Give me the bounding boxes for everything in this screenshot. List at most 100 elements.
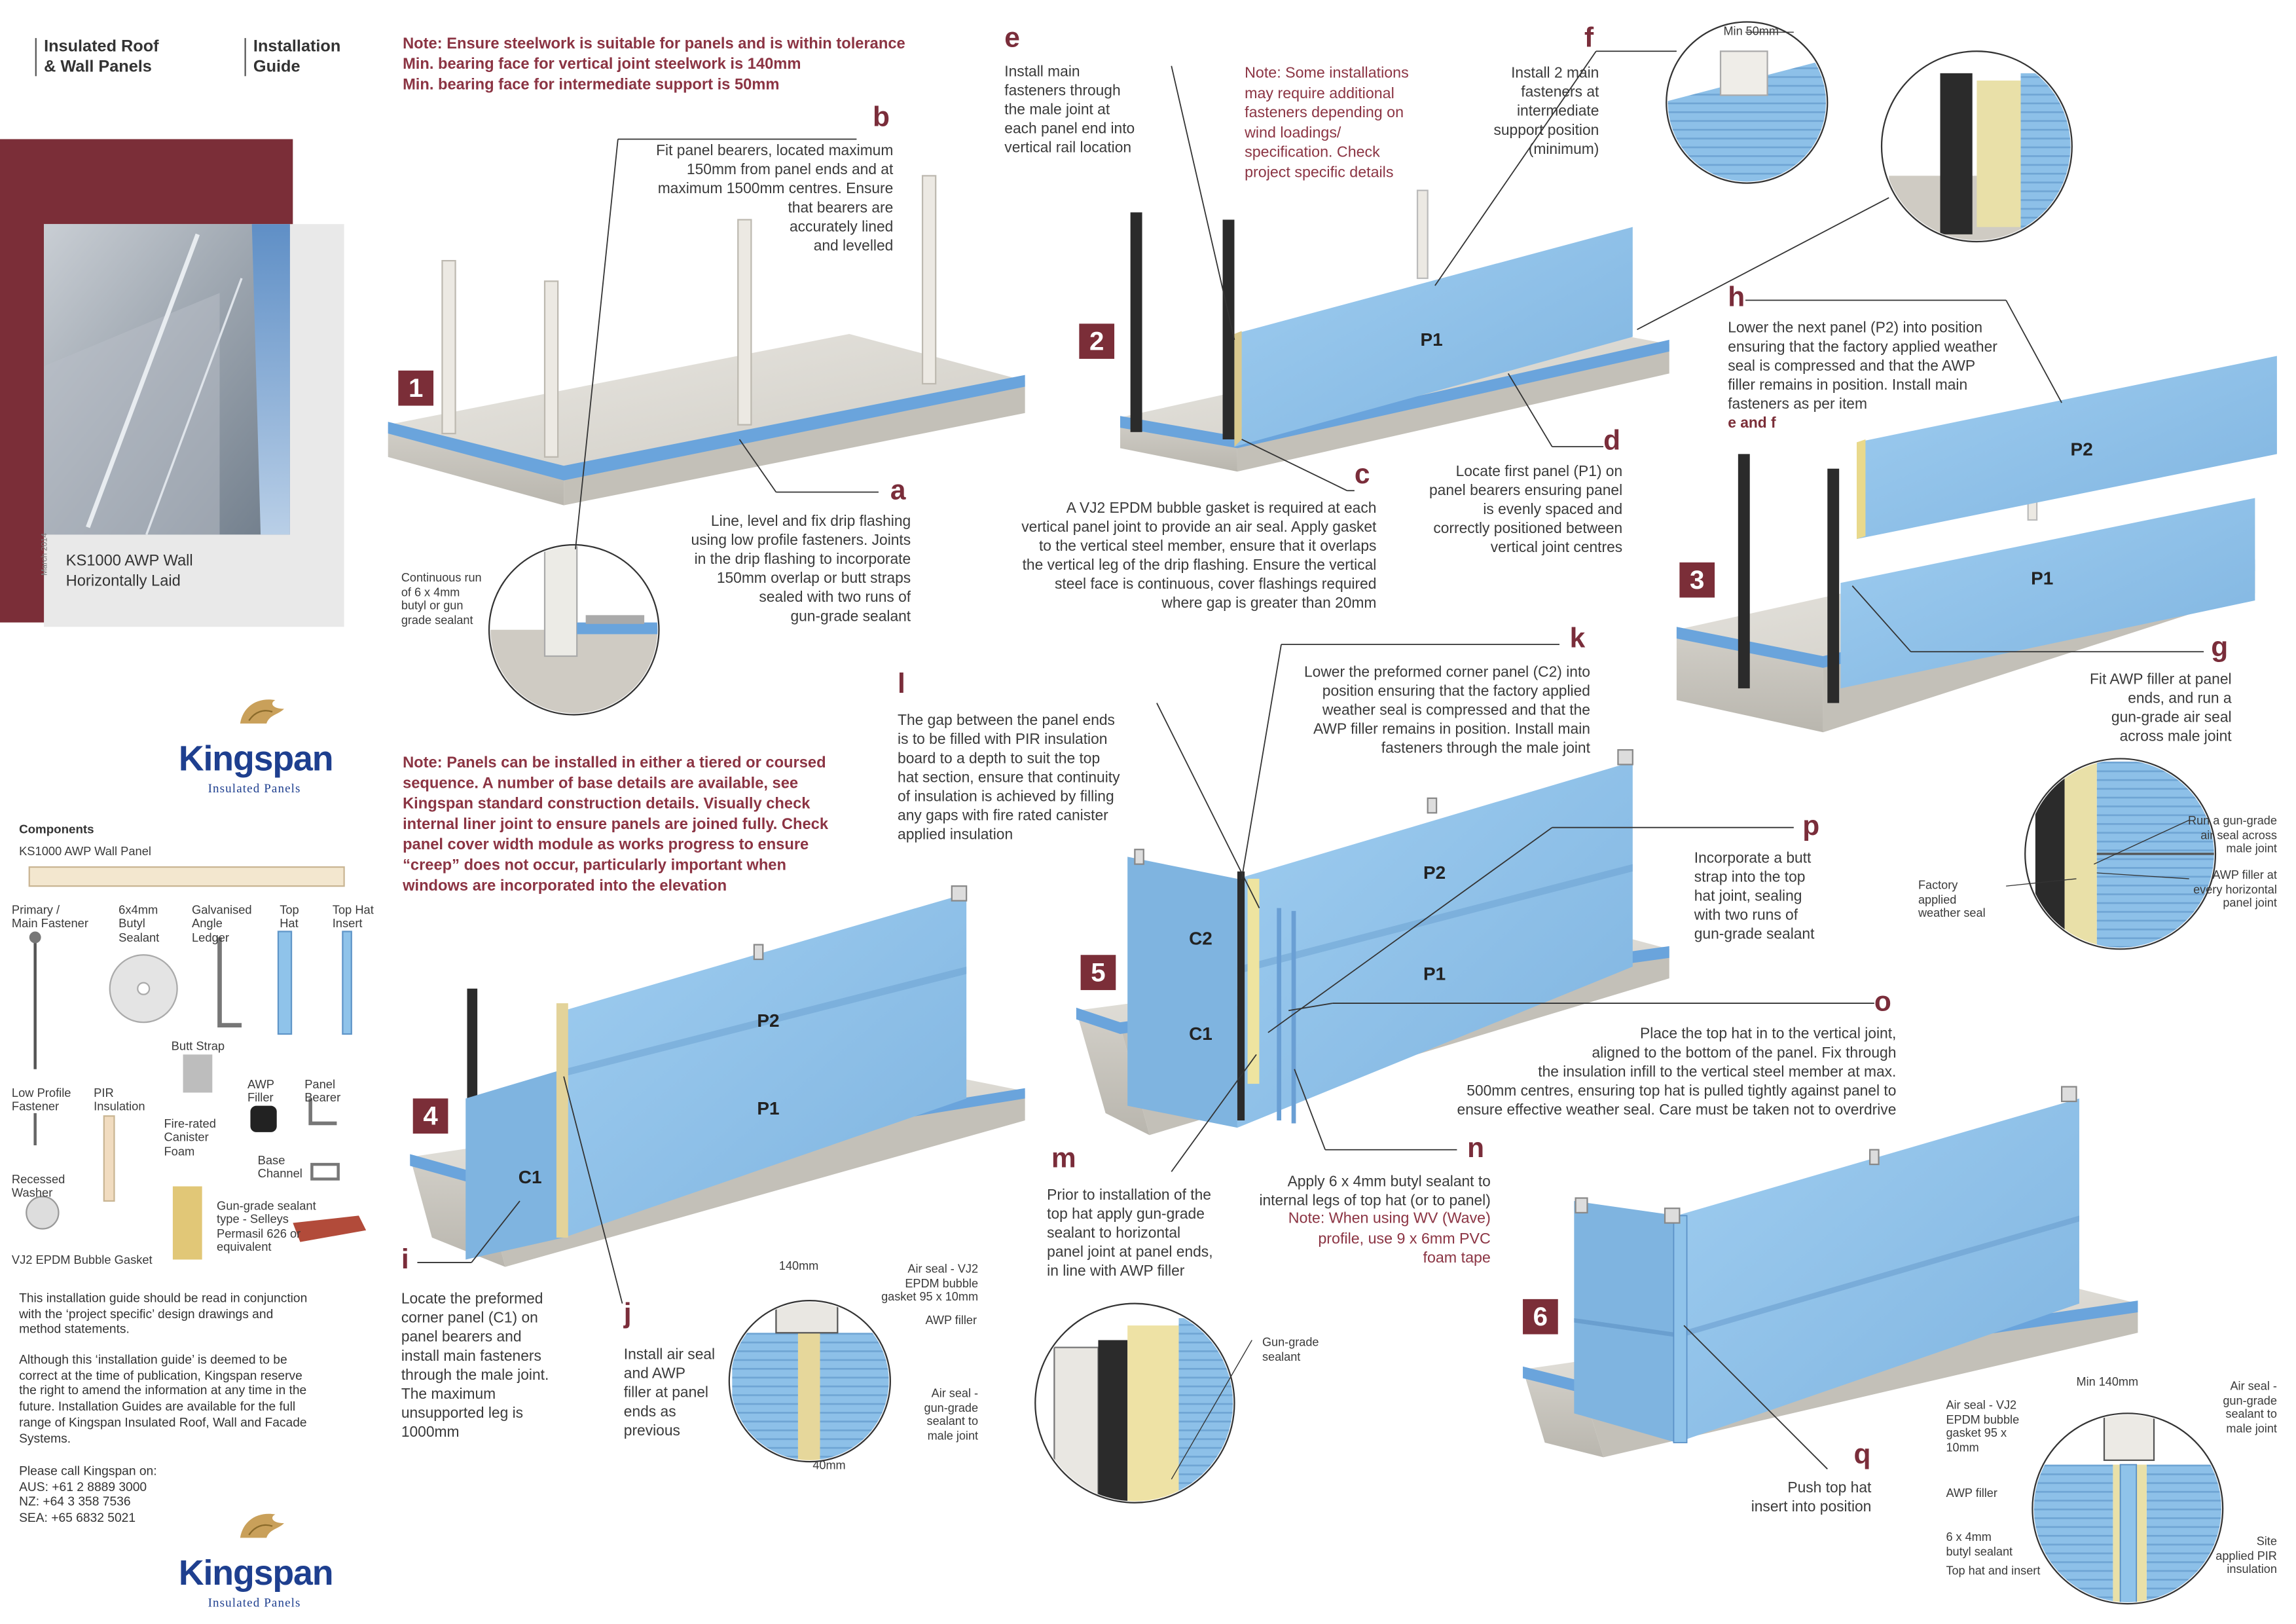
disclaimer-p1: This installation guide should be read i… (19, 1290, 308, 1337)
component-base-channel: Base Channel (257, 1154, 302, 1181)
panel-tag-p1: P1 (2031, 568, 2054, 589)
cover-block (0, 139, 344, 627)
callout-j-air-seal-vj2: Air seal - VJ2 EPDM bubble gasket 95 x 1… (881, 1262, 979, 1304)
mid-note: Note: Panels can be installed in either … (403, 754, 829, 895)
step-3-badge: 3 (1679, 562, 1715, 598)
component-butt-strap: Butt Strap (171, 1039, 225, 1054)
panel-tag-p2: P2 (757, 1010, 780, 1031)
item-m-text: Prior to installation of the top hat app… (1047, 1187, 1213, 1281)
step-5-badge: 5 (1080, 955, 1116, 990)
item-letter-g: g (2211, 633, 2229, 664)
component-panel-bearer: Panel Bearer (304, 1078, 341, 1105)
item-letter-c: c (1354, 460, 1370, 491)
callout-butyl-run: Continuous run of 6 x 4mm butyl or gun g… (401, 571, 482, 627)
contact-numbers: Please call Kingspan on: AUS: +61 2 8889… (19, 1463, 157, 1525)
panel-tag-c2: C2 (1189, 929, 1212, 950)
component-top-hat-insert: Top Hat Insert (332, 903, 374, 931)
header-product-group: Insulated Roof & Wall Panels (44, 38, 159, 76)
components-title: Components (19, 821, 94, 837)
callout-g-awp-filler: AWP filler at every horizontal panel joi… (2193, 868, 2277, 910)
item-j-text: Install air seal and AWP filler at panel… (623, 1347, 716, 1440)
item-n-text: Apply 6 x 4mm butyl sealant to internal … (1259, 1174, 1491, 1210)
lion-crest-icon (234, 1509, 293, 1544)
component-main-fastener: Primary / Main Fastener (11, 903, 88, 931)
cover-product-title: KS1000 AWP Wall Horizontally Laid (65, 552, 193, 590)
step6-illustration (1523, 1086, 2224, 1605)
callout-q-air-seal-vj2: Air seal - VJ2 EPDM bubble gasket 95 x 1… (1946, 1398, 2020, 1455)
component-recessed-washer: Recessed Washer (11, 1173, 65, 1200)
item-b-text: Fit panel bearers, located maximum 150mm… (656, 143, 894, 255)
item-letter-l: l (898, 669, 905, 701)
item-n-note: Note: When using WV (Wave) profile, use … (1288, 1211, 1491, 1267)
panel-tag-p1: P1 (757, 1098, 780, 1119)
item-q-text: Push top hat insert into position (1751, 1481, 1872, 1516)
item-o-text: Place the top hat in to the vertical joi… (1457, 1026, 1897, 1120)
panel-tag-p2: P2 (1423, 862, 1446, 883)
item-l-text: The gap between the panel ends is to be … (898, 713, 1120, 844)
component-drawings (26, 866, 367, 1260)
panel-tag-p1: P1 (1420, 329, 1443, 350)
step2-illustration (1120, 21, 2073, 492)
item-letter-e: e (1004, 23, 1020, 54)
item-d-text: Locate first panel (P1) on panel bearers… (1429, 464, 1623, 557)
callout-min50: Min 50mm (1723, 25, 1779, 39)
disclaimer-p2: Although this ‘installation guide’ is de… (19, 1352, 307, 1445)
step1-illustration (388, 138, 1025, 716)
callout-q-min140: Min 140mm (2076, 1375, 2139, 1389)
brand-name: Kingspan (178, 739, 334, 779)
item-k-text: Lower the preformed corner panel (C2) in… (1304, 665, 1590, 758)
step-2-badge: 2 (1079, 323, 1115, 359)
callout-g-air-seal: Run a gun-grade air seal across male joi… (2188, 814, 2277, 857)
component-angle-ledger: Galvanised Angle Ledger (191, 903, 252, 945)
item-letter-i: i (401, 1245, 409, 1276)
item-p-text: Incorporate a butt strap into the top ha… (1694, 851, 1815, 944)
item-letter-k: k (1569, 623, 1586, 655)
callout-q-awp-filler: AWP filler (1946, 1486, 1997, 1500)
step-4-badge: 4 (412, 1098, 448, 1134)
step-6-badge: 6 (1523, 1299, 1558, 1335)
component-gun-grade-sealant: Gun-grade sealant type - Selleys Permasi… (217, 1199, 316, 1255)
component-vj2-gasket: VJ2 EPDM Bubble Gasket (11, 1253, 153, 1267)
step5-illustration (1034, 644, 1874, 1504)
step-1-badge: 1 (398, 370, 434, 406)
item-letter-h: h (1728, 282, 1745, 314)
item-a-text: Line, level and fix drip flashing using … (691, 514, 911, 626)
brand-tagline: Insulated Panels (208, 1595, 301, 1610)
item-letter-f: f (1584, 23, 1594, 54)
item-letter-p: p (1802, 811, 1820, 843)
item-i-text: Locate the preformed corner panel (C1) o… (401, 1291, 549, 1442)
callout-q-air-seal-gun: Air seal - gun-grade sealant to male joi… (2223, 1379, 2277, 1436)
item-e-text: Install main fasteners through the male … (1004, 64, 1135, 157)
callout-g-factory-seal: Factory applied weather seal (1918, 878, 1986, 921)
item-letter-d: d (1603, 426, 1621, 457)
component-butyl-sealant: 6x4mm Butyl Sealant (118, 903, 160, 945)
item-f-text: Install 2 main fasteners at intermediate… (1493, 65, 1599, 158)
panel-tag-p2: P2 (2070, 439, 2093, 460)
item-letter-a: a (890, 475, 906, 507)
callout-j-air-seal-gun: Air seal - gun-grade sealant to male joi… (924, 1387, 979, 1443)
header-doc-type: Installation Guide (253, 38, 341, 76)
item-letter-b: b (873, 102, 890, 134)
lion-crest-icon (234, 694, 293, 729)
item-g-text: Fit AWP filler at panel ends, and run a … (2090, 672, 2232, 746)
component-pir-insulation: PIR Insulation (94, 1086, 145, 1114)
callout-j-40: 40mm (812, 1458, 846, 1472)
callout-q-top-hat: Top hat and insert (1946, 1564, 2041, 1578)
item-letter-o: o (1874, 987, 1891, 1018)
top-note: Note: Ensure steelwork is suitable for p… (403, 35, 905, 94)
item-e-note: Note: Some installations may require add… (1245, 65, 1409, 181)
callout-j-awp-filler: AWP filler (925, 1314, 977, 1327)
callout-j-140: 140mm (778, 1259, 819, 1273)
component-low-profile-fastener: Low Profile Fastener (11, 1086, 71, 1114)
cover-date: March 2014 (41, 533, 50, 576)
panel-tag-p1: P1 (1423, 963, 1446, 984)
item-letter-q: q (1853, 1439, 1871, 1471)
item-letter-j: j (623, 1299, 632, 1330)
item-letter-m: m (1051, 1143, 1076, 1175)
item-h-block: Lower the next panel (P2) into position … (1728, 320, 2079, 434)
brand-name: Kingspan (178, 1554, 334, 1594)
item-h-ref: e and f (1728, 416, 1776, 433)
callout-m-gun-sealant: Gun-grade sealant (1262, 1335, 1319, 1363)
